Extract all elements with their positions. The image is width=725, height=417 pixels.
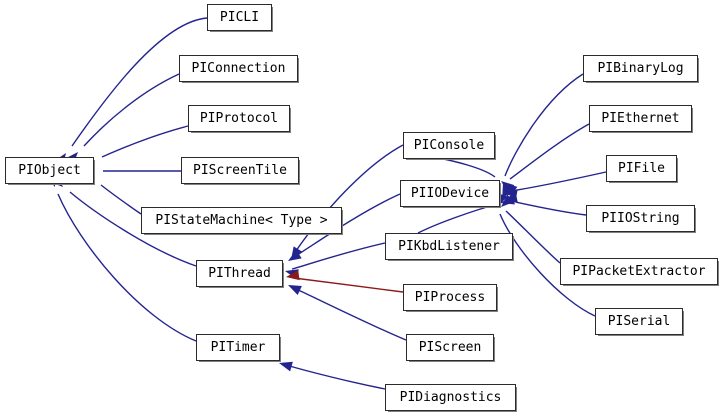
class-node-pidiagnostics[interactable]: PIDiagnostics xyxy=(385,384,516,411)
edge-pikbdlistener-to-piiodevice xyxy=(417,204,495,234)
class-node-label: PIObject xyxy=(18,163,81,178)
class-node-label: PIConsole xyxy=(413,138,485,153)
arrowhead-piconsole xyxy=(291,246,303,260)
class-node-label: PIStateMachine< Type > xyxy=(155,213,328,228)
class-node-label: PIEthernet xyxy=(601,111,680,126)
class-node-piconnection[interactable]: PIConnection xyxy=(179,55,298,82)
class-node-label: PIConnection xyxy=(191,61,286,76)
class-node-label: PIDiagnostics xyxy=(399,390,502,405)
class-node-pitimer[interactable]: PITimer xyxy=(196,334,280,361)
class-node-label: PIIODevice xyxy=(410,186,490,201)
class-node-piscreen[interactable]: PIScreen xyxy=(406,334,494,361)
arrowhead-piscreen xyxy=(288,285,302,296)
class-node-label: PITimer xyxy=(210,340,266,355)
arrowhead-piprocess xyxy=(286,270,300,281)
class-node-pipacketextractor[interactable]: PIPacketExtractor xyxy=(560,258,718,285)
arrowhead-pifile xyxy=(504,189,518,200)
class-node-piprotocol[interactable]: PIProtocol xyxy=(188,105,290,132)
class-node-piiodevice[interactable]: PIIODevice xyxy=(400,180,500,207)
edge-piiostring-to-piiodevice xyxy=(510,200,587,216)
class-node-piethernet[interactable]: PIEthernet xyxy=(589,105,692,132)
class-node-picli[interactable]: PICLI xyxy=(207,4,272,31)
arrowhead-pibinarylog xyxy=(502,183,512,197)
class-node-label: PIScreen xyxy=(418,340,482,355)
edge-pibinarylog-to-piiodevice xyxy=(504,73,584,177)
class-node-piconsole[interactable]: PIConsole xyxy=(403,132,495,159)
edge-pipacketextractor-to-piiodevice xyxy=(505,210,561,264)
arrowhead-piconsole xyxy=(501,181,515,193)
edge-pidiagnostics-to-pitimer xyxy=(285,364,386,390)
arrowhead-pipacketextractor xyxy=(501,194,515,207)
edge-pikbdlistener-to-pithread xyxy=(291,242,386,270)
edge-pifile-to-piiodevice xyxy=(510,171,607,192)
edge-picli-to-piobject xyxy=(71,17,208,147)
class-node-label: PIIOString xyxy=(601,211,680,226)
class-node-label: PISerial xyxy=(607,314,671,329)
class-node-pifile[interactable]: PIFile xyxy=(606,155,677,182)
class-node-label: PIThread xyxy=(208,266,271,281)
arrowhead-piiodevice xyxy=(288,249,302,261)
class-node-label: PIBinaryLog xyxy=(597,61,684,76)
edge-pistatemachine-to-piobject xyxy=(100,184,142,215)
class-node-piobject[interactable]: PIObject xyxy=(5,157,94,184)
arrowhead-pikbdlistener xyxy=(501,194,515,205)
class-node-label: PIPacketExtractor xyxy=(572,264,706,279)
class-node-pistatemachine[interactable]: PIStateMachine< Type > xyxy=(141,207,342,234)
class-node-pikbdlistener[interactable]: PIKbdListener xyxy=(385,233,513,260)
class-node-piprocess[interactable]: PIProcess xyxy=(403,284,497,311)
edge-piconnection-to-piobject xyxy=(83,73,180,147)
arrowhead-pikbdlistener xyxy=(285,269,299,279)
class-node-piscreentile[interactable]: PIScreenTile xyxy=(181,157,299,184)
edge-piethernet-to-piiodevice xyxy=(509,123,590,180)
class-node-label: PIKbdListener xyxy=(398,239,500,254)
class-node-pithread[interactable]: PIThread xyxy=(196,260,283,287)
class-node-label: PIFile xyxy=(618,161,665,176)
arrowhead-piiostring xyxy=(504,192,518,203)
class-node-piiostring[interactable]: PIIOString xyxy=(586,205,695,232)
class-node-label: PIProtocol xyxy=(199,111,279,126)
edge-piprocess-to-pithread xyxy=(293,277,404,293)
edge-piscreen-to-pithread xyxy=(293,287,407,341)
class-node-piserial[interactable]: PISerial xyxy=(595,308,683,335)
class-node-label: PIScreenTile xyxy=(193,163,287,178)
class-node-label: PICLI xyxy=(219,10,260,25)
arrowhead-piethernet xyxy=(504,183,518,195)
class-node-pibinarylog[interactable]: PIBinaryLog xyxy=(583,55,698,82)
class-node-label: PIProcess xyxy=(414,290,486,305)
edge-piprotocol-to-piobject xyxy=(101,125,189,158)
